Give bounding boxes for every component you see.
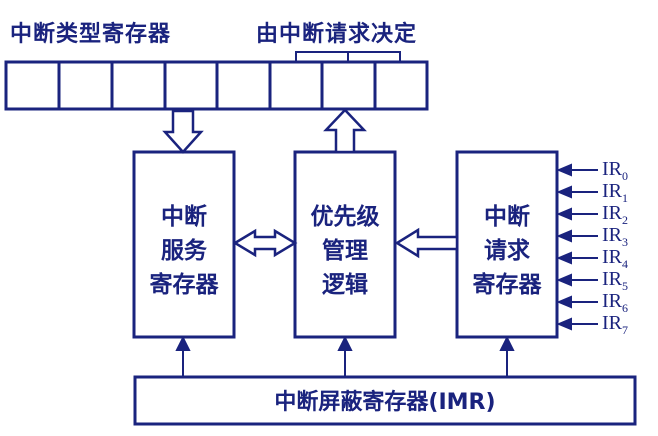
ir-label-index: 2 [622,213,628,227]
request-decided-label: 由中断请求决定 [256,22,418,47]
ir-label-base: IR [602,312,622,334]
ir-label-index: 1 [622,191,628,205]
ir-label-base: IR [602,224,622,246]
ir-label: IR2 [602,202,628,228]
service-register-line: 寄存器 [149,272,219,298]
ir-label-index: 0 [622,169,628,183]
imr-to-request-arrowhead [499,335,515,351]
ir-label-index: 5 [622,279,628,293]
ir-label: IR0 [602,158,628,184]
ir-label: IR1 [602,180,628,206]
ir-label: IR5 [602,268,628,294]
ir-label-base: IR [602,158,622,180]
type-register [4,60,429,111]
imr-to-priority-arrowhead [337,335,353,351]
ir-label: IR7 [602,312,628,338]
ir-label-index: 7 [622,323,628,337]
service-register-line: 服务 [161,238,207,264]
request-register-line: 请求 [484,238,530,264]
service-register-line: 中断 [161,204,207,230]
request-bits-bracket [295,51,401,62]
ir-label-base: IR [602,180,622,202]
mask-register-label: 中断屏蔽寄存器(IMR) [274,390,496,415]
ir-label-index: 3 [622,235,628,249]
bidirectional-arrow-service-priority [232,228,298,258]
request-register-label: 中断 请求 寄存器 [457,200,557,302]
request-register-line: 寄存器 [472,272,542,298]
ir-label-index: 6 [622,301,628,315]
priority-logic-line: 逻辑 [322,272,368,298]
mask-register-box [133,375,637,426]
up-arrow-to-type-register [323,108,367,154]
priority-logic-line: 管理 [322,238,368,264]
ir-label-base: IR [602,246,622,268]
left-arrow-to-priority [394,227,459,259]
ir-label-base: IR [602,290,622,312]
ir-input-arrows [556,163,598,331]
ir-label-base: IR [602,202,622,224]
ir-label: IR3 [602,224,628,250]
priority-logic-label: 优先级 管理 逻辑 [295,200,395,302]
ir-label-index: 4 [622,257,628,271]
type-register-label: 中断类型寄存器 [10,22,172,47]
ir-label: IR6 [602,290,628,316]
ir-label: IR4 [602,246,628,272]
priority-logic-line: 优先级 [310,204,380,230]
service-register-label: 中断 服务 寄存器 [134,200,234,302]
down-arrow-to-service [162,109,204,154]
request-register-line: 中断 [484,204,530,230]
ir-label-base: IR [602,268,622,290]
imr-to-service-arrowhead [175,335,191,351]
service-register-box [132,150,236,339]
